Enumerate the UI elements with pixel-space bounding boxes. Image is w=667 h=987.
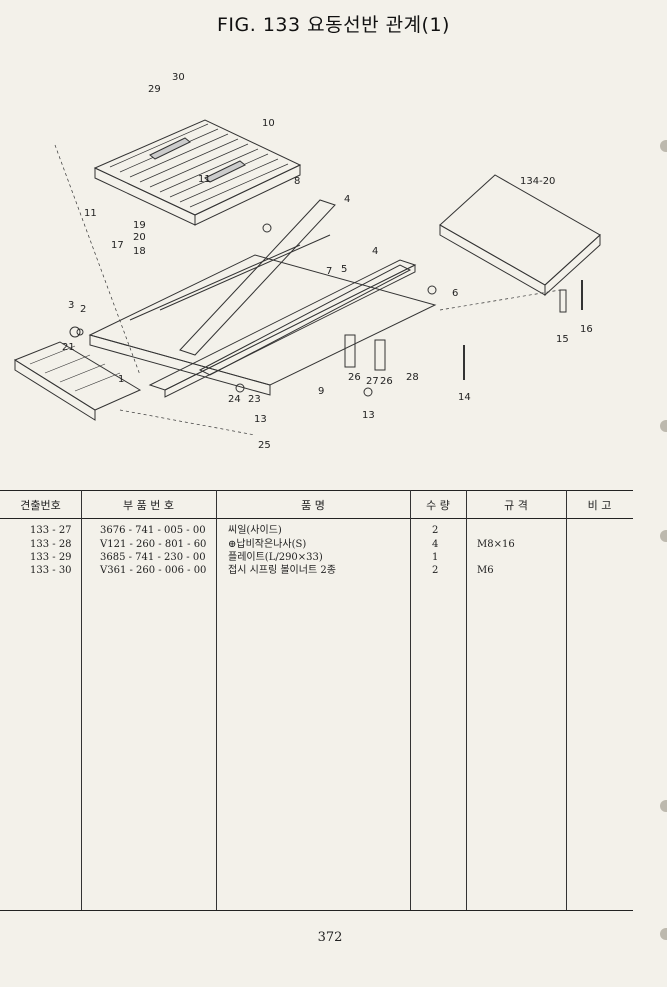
row-index: 133 - 29 (30, 552, 72, 563)
screen-frame-side2 (194, 164, 301, 226)
bracket-15 (559, 289, 567, 313)
washer-3 (69, 326, 81, 338)
table-header-rule (0, 518, 633, 519)
callout-label: 16 (580, 324, 593, 335)
row-qty: 1 (432, 552, 439, 563)
callout-label: 14 (458, 392, 471, 403)
callout-label: 17 (111, 240, 124, 251)
callout-label: 27 (366, 376, 379, 387)
column-separator (466, 490, 467, 910)
callout-label: 7 (326, 266, 332, 277)
row-part-no: V361 - 260 - 006 - 00 (100, 565, 207, 576)
callout-label: 11 (84, 208, 97, 219)
row-qty: 4 (432, 539, 439, 550)
row-part-no: 3685 - 741 - 230 - 00 (100, 552, 206, 563)
callout-label: 13 (254, 414, 267, 425)
callout-label: 1 (118, 374, 124, 385)
bolt-8 (262, 223, 272, 233)
plate-11 (204, 160, 246, 183)
callout-label: 29 (148, 84, 161, 95)
callout-label: 11 (198, 174, 211, 185)
washer-2 (76, 328, 84, 336)
nut-6 (427, 285, 437, 295)
slide-21-side (14, 359, 96, 421)
plate-29 (149, 137, 191, 160)
row-spec: M8×16 (477, 539, 515, 550)
frame-134-20-front (439, 224, 546, 296)
callout-label: 15 (556, 334, 569, 345)
nut-13 (363, 387, 373, 397)
bracket-26b (374, 339, 386, 371)
callout-label: 26 (380, 376, 393, 387)
callout-label: 5 (341, 264, 347, 275)
row-name: 씨일(사이드) (228, 525, 282, 536)
row-index: 133 - 27 (30, 525, 72, 536)
column-separator (566, 490, 567, 910)
row-name: 플레이트(L/290×33) (228, 552, 323, 563)
callout-label: 21 (62, 342, 75, 353)
callout-label: 10 (262, 118, 275, 129)
header-index: 견출번호 (20, 499, 61, 512)
binder-hole (660, 928, 667, 940)
callout-label: 25 (258, 440, 271, 451)
nut-13b (235, 383, 245, 393)
callout-label: 19 (133, 220, 146, 231)
binder-hole (660, 530, 667, 542)
callout-label: 3 (68, 300, 74, 311)
binder-hole (660, 420, 667, 432)
rail-5 (198, 264, 412, 376)
callout-label: 8 (294, 176, 300, 187)
row-index: 133 - 30 (30, 565, 72, 576)
lower-frame-front (89, 334, 271, 396)
row-part-no: 3676 - 741 - 005 - 00 (100, 525, 206, 536)
callout-label: 18 (133, 246, 146, 257)
callout-label: 9 (318, 386, 324, 397)
row-qty: 2 (432, 565, 439, 576)
exploded-parts-diagram: 29 30 10 11 11 8 4 19 20 17 18 7 5 4 134… (0, 50, 667, 470)
header-spec: 규 격 (504, 499, 528, 512)
screen-slats (109, 123, 289, 208)
row-part-no: V121 - 260 - 801 - 60 (100, 539, 207, 550)
callout-label: 134-20 (520, 176, 555, 187)
row-name: 접시 시프링 볼이너트 2종 (228, 565, 336, 576)
callout-label: 26 (348, 372, 361, 383)
frame-134-20-side (544, 233, 601, 297)
figure-title: FIG. 133 요동선반 관계(1) (217, 14, 450, 36)
column-separator (81, 490, 82, 910)
binder-hole (660, 800, 667, 812)
callout-label: 20 (133, 232, 146, 243)
diagram-drawing: 29 30 10 11 11 8 4 19 20 17 18 7 5 4 134… (13, 72, 601, 451)
row-qty: 2 (432, 525, 439, 536)
row-name: ⊕납비작은나사(S) (228, 539, 307, 550)
row-index: 133 - 28 (30, 539, 72, 550)
callout-label: 4 (344, 194, 350, 205)
column-separator (410, 490, 411, 910)
rail-7 (179, 199, 336, 356)
callout-label: 6 (452, 288, 458, 299)
column-separator (216, 490, 217, 910)
rail-4-side (164, 264, 416, 398)
callout-label: 2 (80, 304, 86, 315)
lower-frame (88, 254, 437, 386)
header-qty: 수 량 (426, 499, 450, 512)
frame-134-20 (439, 174, 601, 286)
callout-label: 13 (362, 410, 375, 421)
header-remark: 비 고 (587, 499, 612, 512)
callout-label: 24 (228, 394, 241, 405)
callout-label: 28 (406, 372, 419, 383)
table-top-rule (0, 490, 633, 491)
header-name: 품 명 (301, 499, 325, 512)
callout-label: 23 (248, 394, 261, 405)
bracket-26a (344, 334, 356, 368)
callout-label: 4 (372, 246, 378, 257)
row-spec: M6 (477, 565, 494, 576)
header-part-no: 부 품 번 호 (123, 499, 174, 512)
screen-frame-side (94, 167, 196, 226)
page-number: 372 (317, 930, 343, 945)
callout-label: 30 (172, 72, 185, 83)
table-bottom-rule (0, 910, 633, 911)
binder-hole (660, 140, 667, 152)
screen-frame (93, 119, 302, 216)
